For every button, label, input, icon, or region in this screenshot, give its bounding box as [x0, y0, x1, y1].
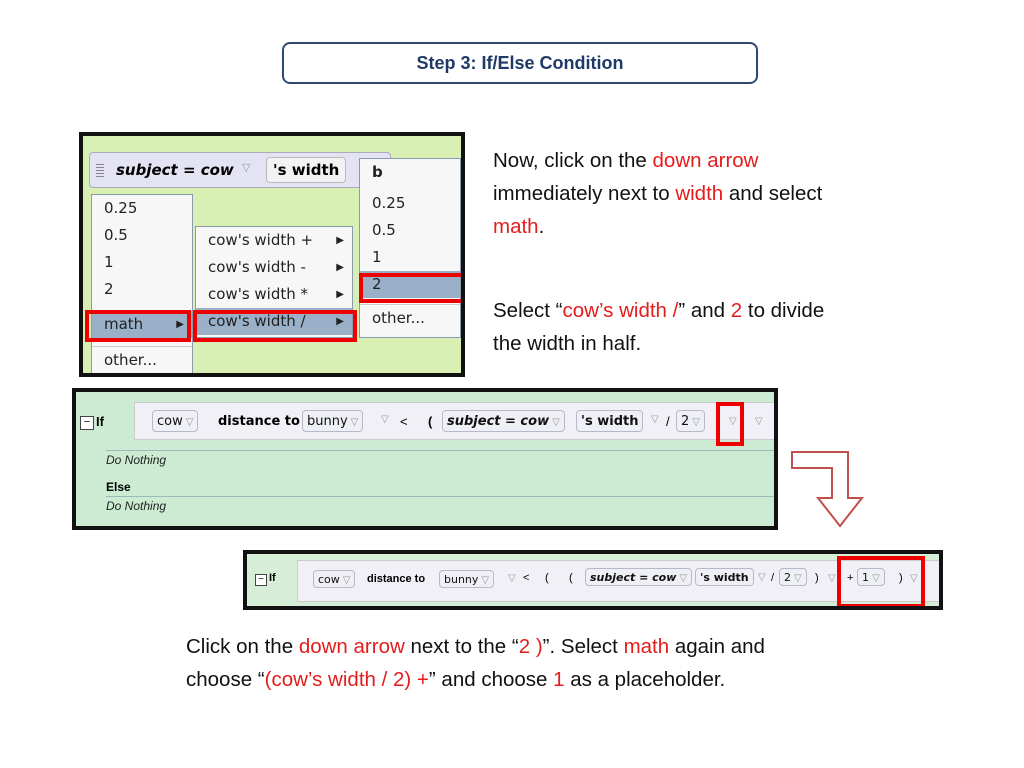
chevron-right-icon: ▶ — [336, 316, 344, 327]
cow-object[interactable]: cow▽ — [313, 570, 356, 588]
collapse-icon[interactable]: − — [80, 416, 94, 430]
highlight-down-arrow — [716, 402, 744, 446]
screenshot-condition: − If cow▽ distance to bunny▽ ▽ < ( ( sub… — [243, 550, 943, 610]
distance-label: distance to — [367, 573, 426, 585]
chevron-right-icon: ▶ — [336, 289, 344, 300]
else-body: Do Nothing — [106, 496, 774, 515]
chevron-right-icon: ▶ — [336, 262, 344, 273]
width-field[interactable]: 's width — [266, 157, 347, 183]
menu-item[interactable]: cow's width *▶ — [196, 281, 352, 308]
cow-object[interactable]: cow▽ — [152, 410, 199, 432]
menu-item[interactable]: 1 — [104, 253, 114, 271]
less-than: < — [400, 414, 408, 429]
plus-op: + — [847, 572, 854, 584]
close-paren: ) — [815, 572, 819, 584]
chevron-down-icon[interactable]: ▽ — [729, 416, 737, 427]
menu-item[interactable]: 0.25 — [372, 194, 406, 212]
screenshot-menus: subject = cow ▽ 's width 0.25 0.5 1 2 ma… — [79, 132, 465, 377]
expression-bar: subject = cow ▽ 's width — [89, 152, 391, 188]
chevron-down-icon[interactable]: ▽ — [242, 162, 251, 174]
chevron-down-icon[interactable]: ▽ — [692, 417, 700, 428]
chevron-down-icon[interactable]: ▽ — [755, 416, 763, 427]
chevron-down-icon[interactable]: ▽ — [381, 414, 389, 425]
menu-item[interactable]: 0.5 — [104, 226, 128, 244]
less-than: < — [523, 572, 530, 584]
bunny-object[interactable]: bunny▽ — [439, 570, 495, 588]
chevron-down-icon[interactable]: ▽ — [350, 417, 359, 428]
chevron-right-icon: ▶ — [336, 235, 344, 246]
instruction-2: Select “cow’s width /” and 2 to divide t… — [493, 299, 825, 355]
menu-header: b — [372, 163, 383, 181]
chevron-down-icon[interactable]: ▽ — [679, 573, 688, 584]
menu-item[interactable]: 2 — [104, 280, 114, 298]
width-field[interactable]: 's width — [576, 410, 644, 432]
chevron-down-icon[interactable]: ▽ — [651, 414, 659, 425]
subject-expr[interactable]: subject = cow▽ — [585, 568, 693, 586]
chevron-down-icon[interactable]: ▽ — [872, 573, 880, 584]
distance-label: distance to — [218, 414, 300, 429]
if-body: Do Nothing — [106, 450, 774, 469]
chevron-down-icon[interactable]: ▽ — [758, 572, 766, 583]
menu-item[interactable]: cow's width -▶ — [196, 254, 352, 281]
open-paren: ( — [569, 572, 573, 584]
menu-values: 0.25 0.5 1 2 math▶ other... — [91, 194, 193, 373]
instruction-1: Now, click on the down arrow immediately… — [493, 149, 823, 238]
if-label: If — [269, 572, 276, 584]
chevron-down-icon[interactable]: ▽ — [910, 573, 918, 584]
menu-item-other[interactable]: other... — [360, 304, 460, 332]
width-field[interactable]: 's width — [695, 568, 754, 586]
subject-expr[interactable]: subject = cow — [116, 161, 234, 179]
chevron-down-icon[interactable]: ▽ — [185, 417, 194, 428]
divisor-field[interactable]: 2▽ — [676, 410, 705, 432]
collapse-icon[interactable]: − — [255, 574, 267, 586]
instruction-3: Click on the down arrow next to the “2 )… — [186, 635, 765, 691]
else-label: Else — [106, 480, 131, 494]
chevron-down-icon[interactable]: ▽ — [508, 573, 516, 584]
highlight-plus-one — [837, 556, 925, 606]
slide-title: Step 3: If/Else Condition — [282, 42, 758, 84]
subject-expr[interactable]: subject = cow▽ — [442, 410, 565, 432]
open-paren: ( — [545, 572, 549, 584]
highlight-divide — [193, 310, 357, 342]
chevron-down-icon[interactable]: ▽ — [481, 575, 490, 586]
open-paren: ( — [428, 414, 433, 429]
if-label: If — [96, 414, 104, 429]
highlight-math — [85, 310, 191, 342]
divide-op: / — [771, 572, 775, 584]
chevron-right-icon: ▶ — [176, 319, 184, 330]
chevron-down-icon[interactable]: ▽ — [828, 573, 836, 584]
divide-op: / — [666, 414, 670, 429]
menu-item[interactable]: 0.5 — [372, 221, 396, 239]
close-paren: ) — [899, 572, 903, 584]
menu-item[interactable]: cow's width +▶ — [196, 227, 352, 254]
menu-item[interactable]: 1 — [372, 248, 382, 266]
menu-item-other[interactable]: other... — [92, 346, 192, 373]
menu-operand: b 0.25 0.5 1 2 other... — [359, 158, 461, 338]
menu-item-math[interactable]: math▶ — [92, 311, 192, 338]
step-arrow-icon — [791, 451, 865, 528]
chevron-down-icon[interactable]: ▽ — [552, 417, 560, 428]
menu-item[interactable]: 0.25 — [104, 199, 138, 217]
bunny-object[interactable]: bunny▽ — [302, 410, 364, 432]
screenshot-if-else: − If cow▽ distance to bunny▽ ▽ < ( subje… — [72, 388, 778, 530]
chevron-down-icon[interactable]: ▽ — [342, 575, 351, 586]
divisor-field[interactable]: 2▽ — [779, 568, 807, 586]
chevron-down-icon[interactable]: ▽ — [794, 573, 802, 584]
placeholder-one[interactable]: 1▽ — [857, 568, 885, 586]
highlight-two — [359, 273, 461, 303]
